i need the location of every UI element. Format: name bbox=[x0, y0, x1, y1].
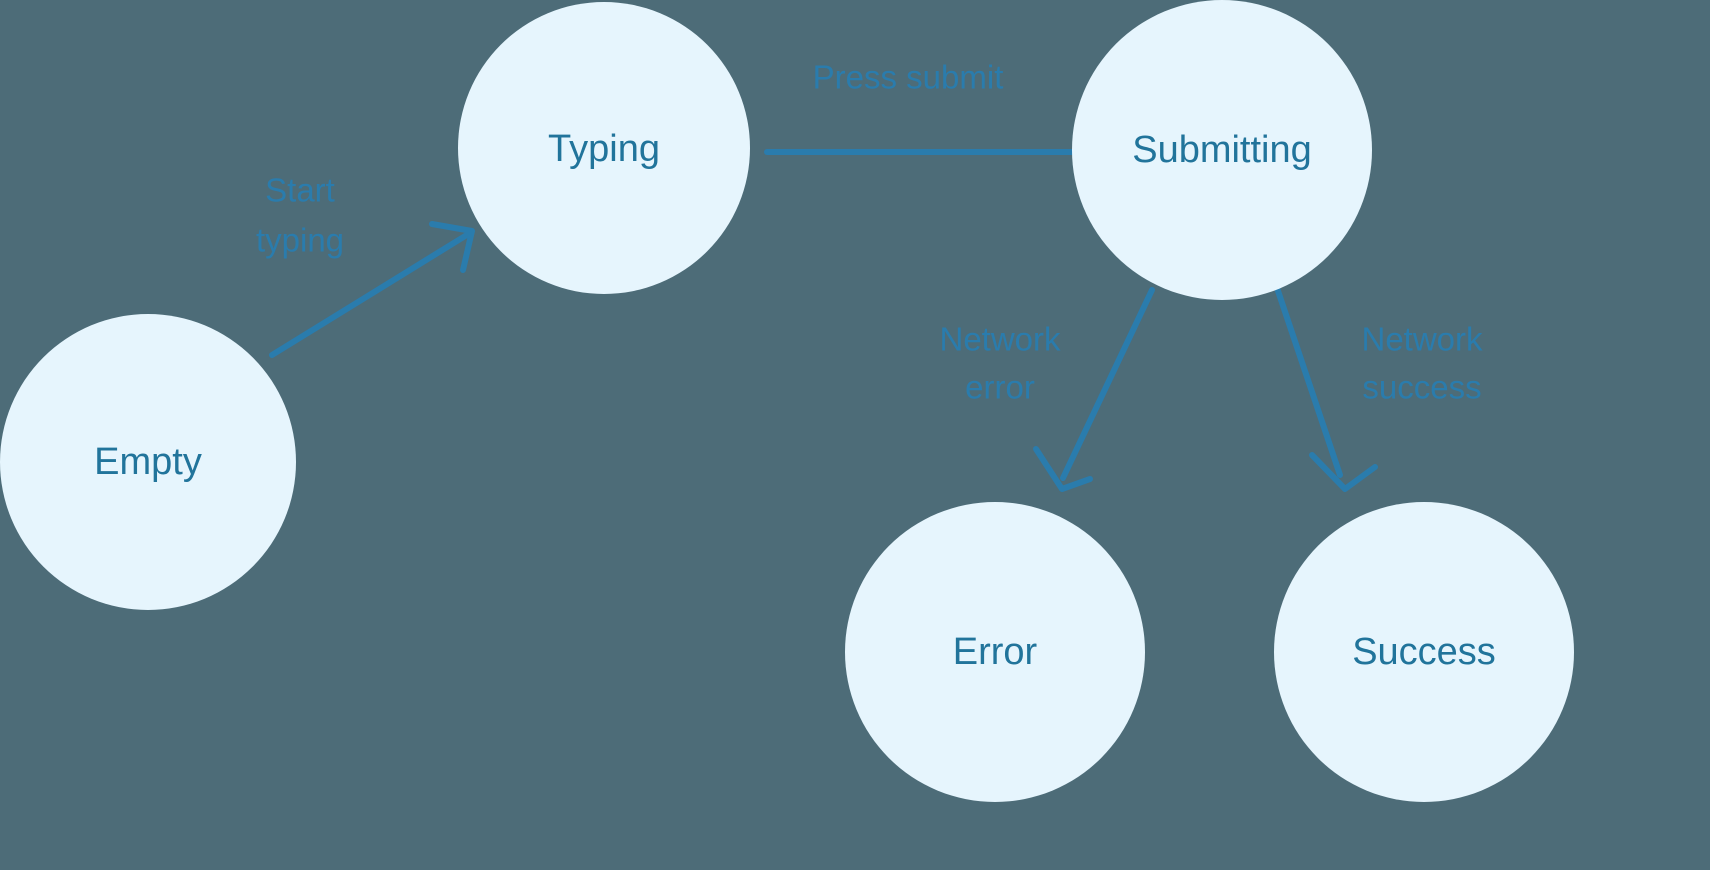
node-label: Submitting bbox=[1132, 129, 1312, 171]
arrowhead-icon bbox=[1309, 452, 1378, 492]
edge-label-start-typing: Start typing bbox=[256, 172, 344, 259]
node-label: Empty bbox=[94, 441, 202, 483]
edge-line bbox=[1273, 282, 1343, 478]
edge-line bbox=[269, 230, 473, 358]
node-typing[interactable]: Typing bbox=[458, 2, 750, 294]
node-submitting[interactable]: Submitting bbox=[1072, 0, 1372, 300]
edge-label-line: Network bbox=[1361, 321, 1483, 358]
arrowhead-icon bbox=[429, 221, 475, 273]
edge-line bbox=[1060, 287, 1155, 481]
edge-empty-to-typing[interactable] bbox=[269, 221, 475, 358]
edge-label-press-submit: Press submit bbox=[813, 59, 1004, 96]
edge-label-line: Network bbox=[939, 321, 1061, 358]
edge-label-line: typing bbox=[256, 222, 344, 259]
edge-submitting-to-error[interactable] bbox=[1033, 287, 1155, 492]
edge-label-line: Press submit bbox=[813, 59, 1004, 96]
node-circle bbox=[458, 2, 750, 294]
node-circle bbox=[1274, 502, 1574, 802]
node-circle bbox=[0, 314, 296, 610]
arrowhead-icon bbox=[1033, 446, 1093, 492]
edge-label-network-error: Network error bbox=[939, 321, 1061, 406]
node-empty[interactable]: Empty bbox=[0, 314, 296, 610]
node-success[interactable]: Success bbox=[1274, 502, 1574, 802]
edge-label-line: error bbox=[965, 369, 1035, 406]
edge-labels-layer: Start typing Press submit Network error … bbox=[256, 59, 1483, 406]
node-circle bbox=[845, 502, 1145, 802]
nodes-layer: Empty Typing Submitting Error Success bbox=[0, 0, 1574, 802]
edge-label-network-success: Network success bbox=[1361, 321, 1483, 406]
edge-label-line: Start bbox=[265, 172, 335, 209]
edge-submitting-to-success[interactable] bbox=[1273, 282, 1378, 492]
node-label: Success bbox=[1352, 631, 1496, 673]
node-label: Error bbox=[953, 631, 1038, 673]
edge-label-line: success bbox=[1362, 369, 1481, 406]
node-label: Typing bbox=[548, 128, 660, 170]
edges-layer bbox=[269, 121, 1378, 492]
node-circle bbox=[1072, 0, 1372, 300]
node-error[interactable]: Error bbox=[845, 502, 1145, 802]
